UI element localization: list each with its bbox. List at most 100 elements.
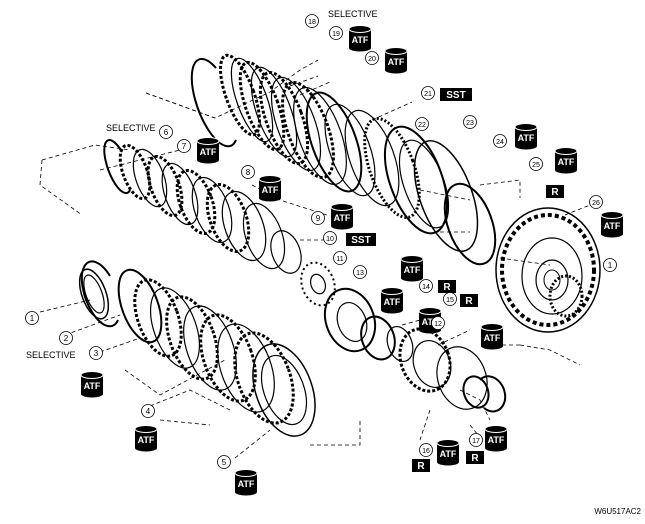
sst-label: SST — [446, 90, 465, 101]
callout-number: 7 — [182, 142, 187, 151]
callout-circle — [59, 331, 73, 345]
callout-1b: 1 — [603, 258, 617, 272]
atf-label: ATF — [604, 221, 621, 231]
atf-label: ATF — [384, 297, 401, 307]
callout-number: 16 — [422, 448, 430, 455]
atf-label: ATF — [518, 133, 535, 143]
atf-can: ATF — [400, 255, 424, 282]
atf-label: ATF — [138, 435, 155, 445]
atf-can: ATF — [348, 25, 372, 52]
callout-circle — [353, 265, 367, 279]
callout-circle — [305, 14, 319, 28]
callout-number: 13 — [356, 270, 364, 277]
callout-number: 24 — [496, 139, 504, 146]
callout-15: 15 — [443, 292, 457, 306]
callout-number: 5 — [222, 458, 227, 467]
sst-badge — [440, 88, 472, 101]
callout-circle — [419, 443, 433, 457]
atf-can: ATF — [554, 147, 578, 174]
selective-label: SELECTIVE — [26, 350, 76, 360]
callout-5: 5 — [217, 455, 231, 469]
callout-circle — [431, 316, 445, 330]
callout-22: 22 — [415, 117, 429, 131]
atf-can: ATF — [384, 47, 408, 74]
upper-clutch-pack — [190, 53, 497, 266]
callout-12: 12 — [431, 316, 445, 330]
callout-circle — [415, 117, 429, 131]
callout-circle — [419, 279, 433, 293]
callout-number: 23 — [466, 120, 474, 127]
r-badge — [412, 459, 430, 472]
r-badge — [466, 451, 484, 464]
atf-cans: ATF ATF ATF ATF ATF ATF ATF ATF ATF ATF … — [80, 25, 624, 496]
center-small-parts — [323, 287, 507, 413]
atf-can: ATF — [380, 287, 404, 314]
callout-number: 19 — [332, 31, 340, 38]
callout-number: 22 — [418, 122, 426, 129]
sst-label: SST — [351, 235, 370, 246]
atf-can: ATF — [600, 211, 624, 238]
callout-circle — [323, 231, 337, 245]
callout-9: 9 — [311, 211, 325, 225]
callout-24: 24 — [493, 134, 507, 148]
atf-can: ATF — [514, 123, 538, 150]
atf-label: ATF — [558, 157, 575, 167]
callout-10: 10 — [323, 231, 337, 245]
atf-can: ATF — [134, 425, 158, 452]
callout-circle — [529, 157, 543, 171]
figure-code: W6U517AC2 — [594, 507, 641, 516]
callout-26: 26 — [589, 195, 603, 209]
callout-11: 11 — [333, 251, 347, 265]
sst-badge — [346, 233, 376, 246]
callout-6: 6 — [159, 125, 173, 139]
callout-number: 14 — [422, 284, 430, 291]
callout-circle — [89, 346, 103, 360]
clutch-drum — [495, 207, 601, 333]
atf-label: ATF — [388, 57, 405, 67]
callout-number: 4 — [146, 407, 151, 416]
callout-2: 2 — [59, 331, 73, 345]
atf-label: ATF — [440, 449, 457, 459]
atf-label: ATF — [334, 213, 351, 223]
callout-circle — [177, 139, 191, 153]
atf-label: ATF — [238, 479, 255, 489]
callout-circle — [241, 165, 255, 179]
atf-can: ATF — [436, 439, 460, 466]
r-badge — [438, 280, 456, 293]
selective-label: SELECTIVE — [106, 123, 156, 133]
callout-20: 20 — [365, 51, 379, 65]
callout-circle — [159, 125, 173, 139]
callout-8: 8 — [241, 165, 255, 179]
selective-label: SELECTIVE — [328, 9, 378, 19]
lower-clutch-pack — [78, 260, 316, 437]
callout-number: 12 — [434, 321, 442, 328]
callout-23: 23 — [463, 115, 477, 129]
callout-circle — [329, 26, 343, 40]
atf-can: ATF — [418, 307, 442, 334]
callout-16: 16 — [419, 443, 433, 457]
callout-number: 2 — [64, 334, 69, 343]
callout-25: 25 — [529, 157, 543, 171]
atf-can: ATF — [480, 323, 504, 350]
r-label: R — [465, 296, 473, 307]
callout-circle — [311, 211, 325, 225]
atf-label: ATF — [262, 185, 279, 195]
callout-4: 4 — [141, 404, 155, 418]
callout-number: 6 — [164, 128, 169, 137]
r-badge — [546, 185, 564, 198]
r-label: R — [551, 187, 559, 198]
callout-number: 18 — [308, 19, 316, 26]
callout-circle — [603, 258, 617, 272]
callout-number: 26 — [592, 200, 600, 207]
atf-can: ATF — [80, 371, 104, 398]
callout-19: 19 — [329, 26, 343, 40]
callout-circle — [333, 251, 347, 265]
atf-label: ATF — [484, 333, 501, 343]
callout-number: 21 — [424, 91, 432, 98]
atf-label: ATF — [200, 147, 217, 157]
callout-number: 1 — [608, 261, 613, 270]
r-label: R — [471, 453, 479, 464]
